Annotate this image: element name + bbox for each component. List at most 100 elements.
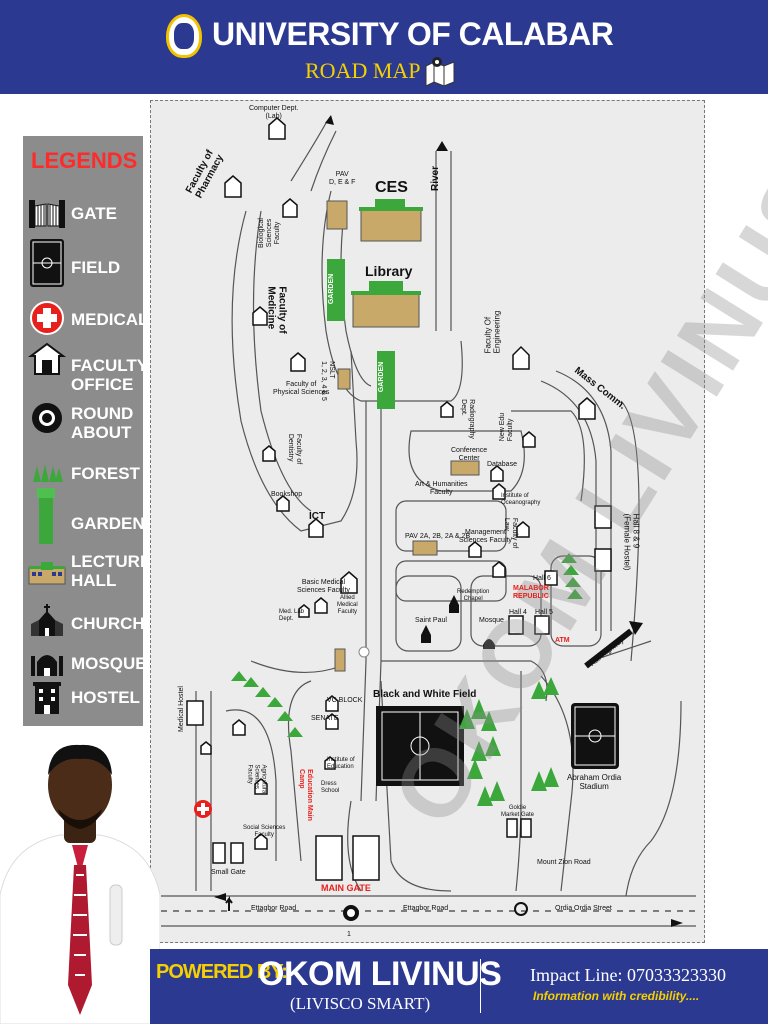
label-hall-4: Hall 4 (509, 609, 527, 616)
footer-divider (480, 959, 481, 1013)
faculty-office-icon (262, 445, 276, 462)
label-small-gate: Small Gate (211, 869, 246, 876)
hostel-icon (186, 505, 612, 726)
header-banner: UNIVERSITY OF CALABAR ROAD MAP (0, 0, 768, 94)
medical-icon (30, 301, 64, 335)
label-basic-medical: Basic Medical Sciences Faculty (297, 579, 350, 594)
hostel-icon (33, 682, 61, 714)
label-redemption: Redemption Chapel (457, 589, 490, 602)
gate-icon (212, 818, 532, 881)
lecture-hall-icon (351, 281, 421, 328)
lecture-hall-icon (412, 540, 438, 556)
faculty-office-icon (28, 342, 66, 375)
powered-by-label: POWERED BY: (156, 961, 288, 983)
label-database: Database (487, 461, 517, 468)
label-new-edu: New Edu Faculty (499, 412, 515, 442)
legend-item-hostel: HOSTEL (23, 678, 143, 718)
legend-label: GARDEN (71, 514, 145, 533)
faculty-office-icon (468, 541, 482, 558)
faculty-office-icon (492, 561, 506, 578)
mosque-icon (31, 655, 63, 676)
church-icon (449, 595, 459, 613)
label-med-lab: Med. Lab Dept. (279, 609, 305, 622)
garden-icon (377, 351, 395, 409)
lecture-hall-icon (28, 562, 66, 585)
faculty-office-icon (522, 431, 536, 448)
label-ettagbor-road: Ettagbor Road (251, 905, 297, 912)
university-logo-icon (166, 14, 202, 58)
label-physical-sciences: Faculty of Physical Sciences (273, 381, 330, 396)
map-icon (425, 57, 455, 86)
legend-label: FIELD (71, 258, 121, 277)
mosque-icon (483, 639, 495, 649)
legend-item-gate: GATE (23, 192, 143, 232)
author-name: OKOM LIVINUS (258, 955, 502, 993)
medical-icon (194, 800, 212, 818)
garden-icon (327, 259, 345, 321)
label-ettagbor-road: Ettagbor Road (403, 905, 449, 912)
legend-panel: LEGENDS GATE FIELD MEDICAL FACULTY/ OFFI… (23, 136, 153, 726)
label-mount-zion: Mount Zion Road (537, 859, 591, 866)
gate-icon (29, 200, 65, 228)
label-saint-paul: Saint Paul (415, 617, 447, 624)
label-engineering: Faculty Of Engineering (483, 310, 502, 354)
faculty-office-icon (232, 719, 246, 736)
tagline: Information with credibility.... (533, 989, 700, 1003)
author-handle: (LIVISCO SMART) (290, 994, 431, 1013)
label-pav-abc: PAV 2A, 2B, 2A & 2B (405, 533, 471, 540)
legend-item-forest: FOREST (23, 452, 143, 492)
label-dentistry: Faculty of Dentistry (287, 433, 303, 465)
label-bio-sciences: Biological Sciences Faculty (257, 218, 281, 248)
label-medicine: Faculty of Medicine (265, 286, 288, 334)
faculty-office-icon (308, 518, 324, 538)
label-institute-edu: Institute of Education (327, 757, 355, 770)
page-title: UNIVERSITY OF CALABAR (212, 16, 614, 52)
label-abraham-ordia: Abraham Ordia Stadium (567, 773, 622, 791)
faculty-office-icon (224, 175, 242, 198)
label-hall-8-9: Hall 8 & 9 (Female Hostel) (622, 513, 641, 571)
lecture-hall-icon (450, 460, 480, 476)
faculty-office-icon (200, 741, 212, 755)
label-pav-def: PAV D, E & F (329, 171, 356, 186)
faculty-office-icon (282, 198, 298, 218)
label-ict: ICT (309, 511, 326, 522)
faculty-office-icon (516, 521, 530, 538)
faculty-office-icon (325, 713, 339, 730)
faculty-office-icon (325, 695, 339, 712)
legend-label: GATE (71, 204, 117, 223)
legend-item-roundabout: ROUND ABOUT (23, 398, 143, 442)
legend-item-medical: MEDICAL (23, 298, 148, 338)
presenter-photo (0, 744, 160, 1024)
label-garden: GARDEN (378, 361, 386, 393)
label-agricultural: Agricultural Sciences Faculty (246, 764, 267, 795)
faculty-office-icon (512, 345, 530, 370)
page-subtitle: ROAD MAP (305, 58, 421, 83)
abraham-ordia-stadium (571, 703, 619, 769)
label-black-white-field: Black and White Field (373, 689, 477, 700)
faculty-office-icon (254, 778, 268, 795)
faculty-office-icon (298, 604, 310, 618)
lecture-hall-icon (334, 648, 346, 672)
label-bookshop: Bookshop (271, 491, 303, 498)
legend-label: HOSTEL (71, 688, 140, 707)
label-hall-6: Hall 6 (533, 575, 551, 582)
roundabout-icon (32, 403, 62, 433)
legend-label: MOSQUE (71, 654, 147, 673)
label-senate: SENATE (311, 715, 339, 722)
label-atm: ATM (555, 637, 570, 644)
label-dress-school: Dress School (321, 781, 340, 794)
label-ces: CES (375, 179, 408, 196)
black-white-field (376, 706, 464, 786)
faculty-office-icon (324, 756, 336, 770)
label-garden: GARDEN (328, 273, 336, 305)
label-goldie-market: Goldie Market Gate (501, 805, 535, 818)
legend-label: FACULTY/ OFFICE (71, 356, 153, 394)
faculty-office-icon (268, 117, 286, 140)
label-arts: Art & Humanities Faculty (415, 481, 468, 496)
label-ordia-street: Ordia Ordia Street (555, 905, 612, 912)
label-main-gate: MAIN GATE (321, 883, 371, 893)
lecture-hall-icon (326, 200, 348, 230)
label-vc-block: VC BLOCK (327, 697, 363, 704)
church-icon (31, 604, 63, 636)
label-conference: Conference Center (451, 447, 488, 462)
